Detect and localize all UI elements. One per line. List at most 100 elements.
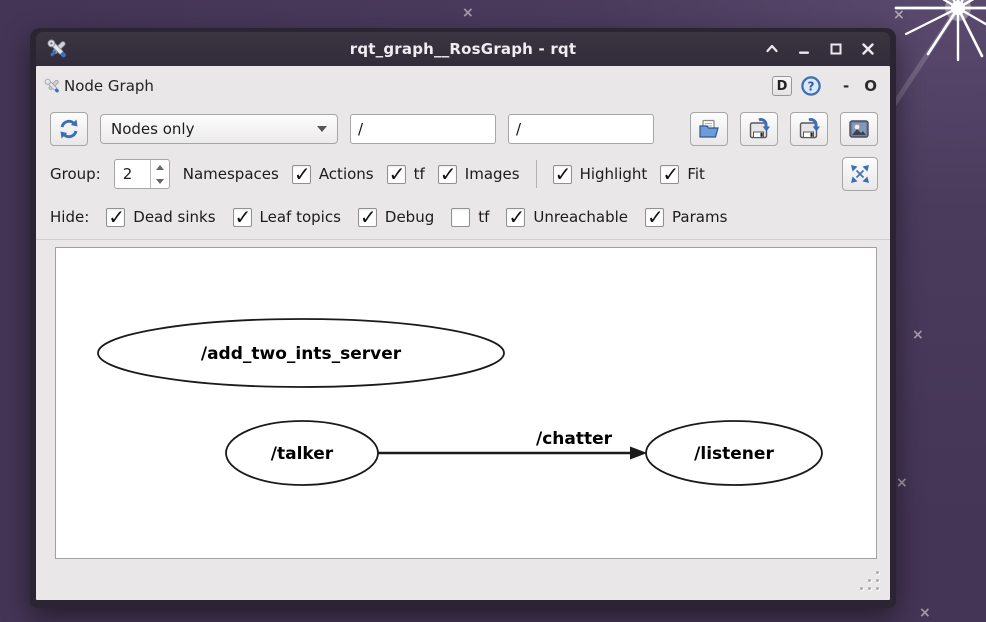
checkbox-label: Fit <box>687 165 705 183</box>
checkbox-leaf-topics[interactable]: Leaf topics <box>232 205 341 229</box>
checkbox-box[interactable] <box>506 205 526 229</box>
rqt-window: rqt_graph__RosGraph - rqt <box>30 28 896 608</box>
toolbar-separator <box>535 160 537 188</box>
save-dot-button[interactable] <box>740 112 778 146</box>
sparkle-icon: × <box>912 327 924 343</box>
namespaces-label: Namespaces <box>182 165 279 183</box>
minimize-button[interactable] <box>796 41 812 57</box>
sparkle-icon: × <box>462 5 474 21</box>
refresh-icon <box>60 119 78 139</box>
checkbox-highlight[interactable]: Highlight <box>552 162 648 186</box>
sparkle-icon: × <box>896 475 908 491</box>
load-dot-button[interactable] <box>690 112 728 146</box>
checkbox-dead-sinks[interactable]: Dead sinks <box>106 205 216 229</box>
view-toggles: Highlight Fit <box>552 162 705 186</box>
checkbox-box[interactable] <box>437 162 457 186</box>
checkbox-box[interactable] <box>232 205 252 229</box>
checkbox-label: Debug <box>384 208 435 226</box>
checkbox-box[interactable] <box>386 162 406 186</box>
chevron-down-icon <box>317 126 327 132</box>
panel-header: Node Graph D ? - O <box>36 66 890 106</box>
node-graph-svg: /chatter/add_two_ints_server/talker/list… <box>97 318 823 486</box>
triangle-up-icon <box>155 164 164 170</box>
maximize-button[interactable] <box>828 41 844 57</box>
graph-canvas[interactable]: /chatter/add_two_ints_server/talker/list… <box>55 247 877 559</box>
save-dot-icon <box>749 118 770 139</box>
checkbox-label: tf <box>478 208 490 226</box>
node-label: /add_two_ints_server <box>201 344 402 364</box>
checkbox-actions[interactable]: Actions <box>291 162 374 186</box>
fit-arrows-icon <box>851 165 869 183</box>
checkbox-tf[interactable]: tf <box>386 162 425 186</box>
topic-filter-input[interactable] <box>508 114 654 144</box>
graph-type-value: Nodes only <box>111 120 195 138</box>
checkbox-box[interactable] <box>552 162 572 186</box>
checkbox-box[interactable] <box>357 205 377 229</box>
checkbox-box[interactable] <box>645 205 665 229</box>
hide-label: Hide: <box>50 208 90 226</box>
refresh-button[interactable] <box>50 112 88 146</box>
checkbox-debug[interactable]: Debug <box>357 205 435 229</box>
spin-up-button[interactable] <box>151 160 169 174</box>
svg-text:?: ? <box>808 79 815 93</box>
checkbox-unreachable[interactable]: Unreachable <box>506 205 629 229</box>
checkbox-label: Unreachable <box>533 208 629 226</box>
group-value: 2 <box>122 165 133 183</box>
chevron-up-icon <box>766 44 778 53</box>
checkbox-label: Images <box>464 165 520 183</box>
close-icon <box>862 43 874 55</box>
panel-controls: D ? - O <box>772 76 880 96</box>
spin-down-button[interactable] <box>151 174 169 188</box>
window-titlebar[interactable]: rqt_graph__RosGraph - rqt <box>36 32 890 66</box>
panel-title: Node Graph <box>64 77 154 95</box>
checkbox-box[interactable] <box>660 162 680 186</box>
checkbox-box[interactable] <box>451 207 471 227</box>
sparkle-icon: × <box>919 605 931 621</box>
window-body: Node Graph D ? - O <box>36 66 890 600</box>
graph-node-talker[interactable]: /talker <box>225 420 379 486</box>
node-label: /listener <box>694 444 774 464</box>
save-svg-button[interactable] <box>790 112 828 146</box>
checkbox-box[interactable] <box>291 162 311 186</box>
options-row: Group: 2 Namespaces Actions tf Images High… <box>36 152 890 196</box>
dock-button[interactable]: D <box>772 76 792 96</box>
graph-node-add-two-ints-server[interactable]: /add_two_ints_server <box>97 318 505 388</box>
close-button[interactable] <box>860 41 876 57</box>
rqt-tools-icon <box>47 39 66 58</box>
save-image-button[interactable] <box>840 112 878 146</box>
arrowhead-icon <box>630 446 647 460</box>
edge-label: /chatter <box>536 429 613 449</box>
checkbox-label: Dead sinks <box>133 208 216 226</box>
option-toggles: Actions tf Images <box>291 162 520 186</box>
open-dot-file-icon <box>699 119 719 138</box>
shade-button[interactable] <box>764 41 780 57</box>
resize-grip[interactable] <box>857 569 881 593</box>
checkbox-box[interactable] <box>106 205 126 229</box>
checkbox-params[interactable]: Params <box>645 205 728 229</box>
panel-minimize-button[interactable]: - <box>843 77 850 95</box>
checkbox-label: Highlight <box>579 165 648 183</box>
triangle-down-icon <box>155 178 164 184</box>
maximize-icon <box>830 43 842 55</box>
graph-toolbar: Nodes only <box>36 106 890 152</box>
separator-line <box>36 239 890 240</box>
checkbox-label: Leaf topics <box>259 208 341 226</box>
window-title: rqt_graph__RosGraph - rqt <box>349 40 577 58</box>
checkbox-tf[interactable]: tf <box>451 207 490 227</box>
help-icon[interactable]: ? <box>801 76 821 96</box>
checkbox-fit[interactable]: Fit <box>660 162 705 186</box>
fit-in-view-button[interactable] <box>842 157 878 191</box>
node-label: /talker <box>271 444 334 464</box>
group-spinbox[interactable]: 2 <box>113 159 170 189</box>
checkbox-label: tf <box>413 165 425 183</box>
checkbox-label: Params <box>672 208 728 226</box>
graph-edge: /chatter <box>378 429 647 460</box>
hide-row: Hide: Dead sinks Leaf topics Debug tf Unreac… <box>36 196 890 238</box>
group-label: Group: <box>50 165 101 183</box>
graph-type-select[interactable]: Nodes only <box>100 114 338 144</box>
node-filter-input[interactable] <box>350 114 496 144</box>
panel-close-button[interactable]: O <box>864 77 877 95</box>
checkbox-images[interactable]: Images <box>437 162 520 186</box>
graph-node-listener[interactable]: /listener <box>645 420 823 486</box>
